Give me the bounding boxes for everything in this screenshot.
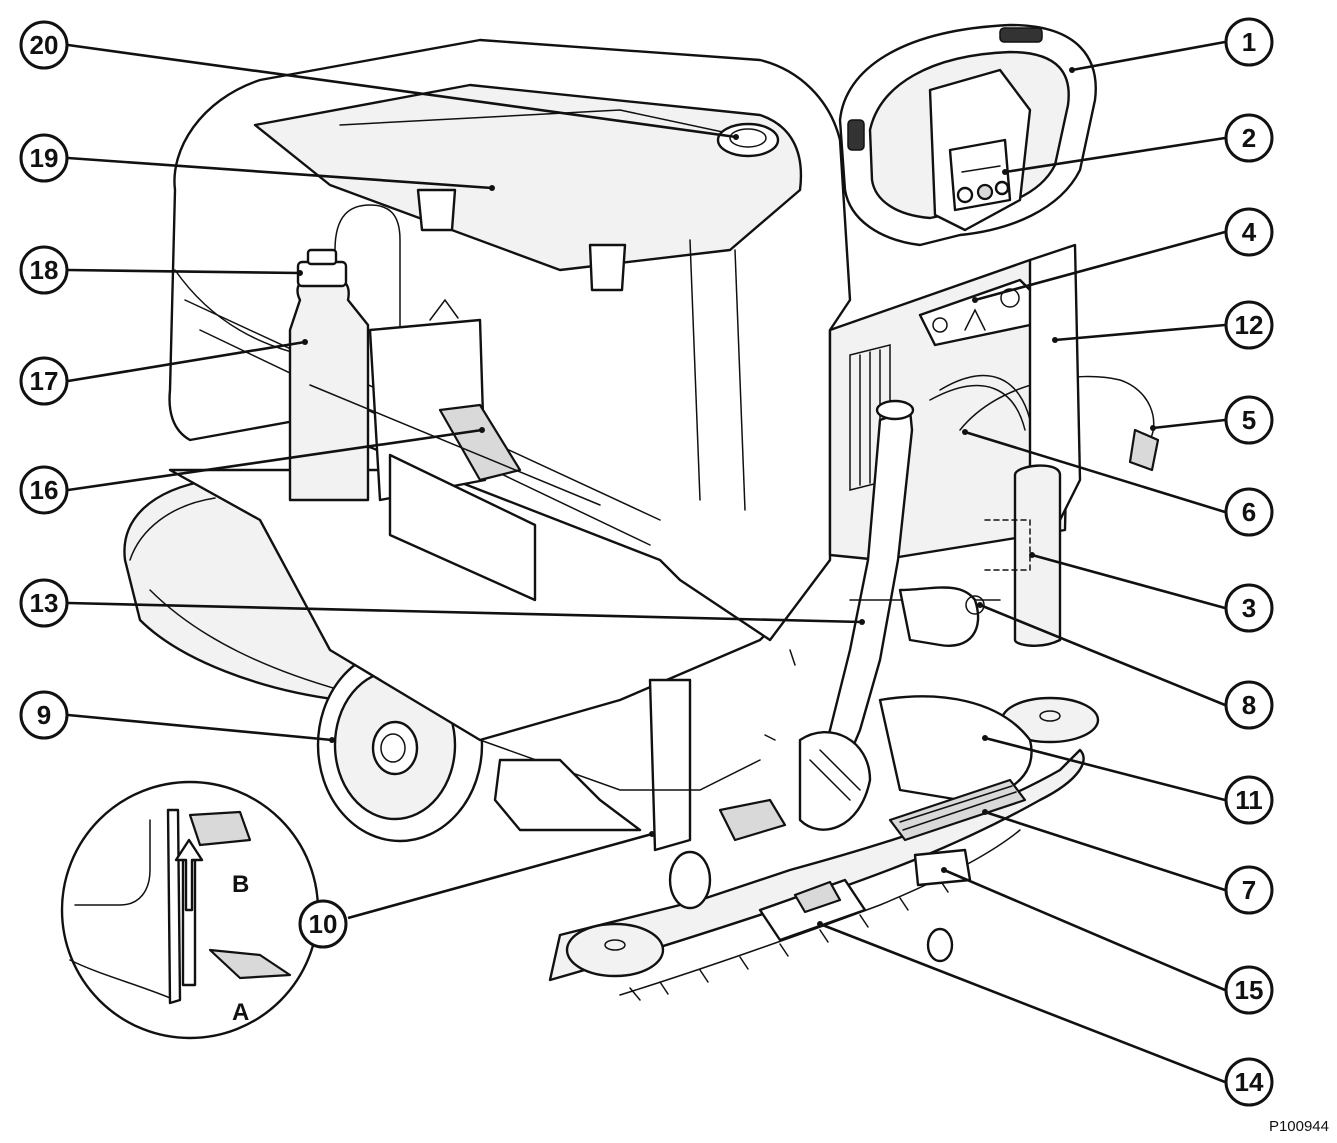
right-column bbox=[1028, 243, 1082, 522]
callouts: 1 2 3 4 5 6 7 8 9 10 11 12 13 14 15 16 1… bbox=[19, 17, 1274, 1107]
callout-17: 17 bbox=[19, 356, 69, 406]
callout-number: 7 bbox=[1242, 875, 1256, 905]
callout-5: 5 bbox=[1224, 395, 1274, 445]
callout-12: 12 bbox=[1224, 300, 1274, 350]
callout-1: 1 bbox=[1224, 17, 1274, 67]
callout-number: 9 bbox=[37, 700, 51, 730]
callout-3: 3 bbox=[1224, 583, 1274, 633]
callout-number: 14 bbox=[1235, 1067, 1264, 1097]
steering-handle bbox=[838, 23, 1097, 247]
callout-number: 10 bbox=[309, 909, 338, 939]
callout-number: 20 bbox=[30, 30, 59, 60]
side-handle bbox=[438, 403, 522, 482]
inset-letter-b: B bbox=[232, 871, 249, 898]
callout-8: 8 bbox=[1224, 680, 1274, 730]
leader-lines bbox=[67, 40, 1226, 1084]
callout-10: 10 bbox=[298, 899, 348, 949]
callout-number: 17 bbox=[30, 366, 59, 396]
callout-number: 15 bbox=[1235, 975, 1264, 1005]
callout-15: 15 bbox=[1224, 965, 1274, 1015]
callout-9: 9 bbox=[19, 690, 69, 740]
callout-number: 18 bbox=[30, 255, 59, 285]
fill-opening bbox=[716, 122, 780, 158]
callout-number: 12 bbox=[1235, 310, 1264, 340]
callout-19: 19 bbox=[19, 133, 69, 183]
callout-number: 5 bbox=[1242, 405, 1256, 435]
callout-13: 13 bbox=[19, 578, 69, 628]
callout-number: 19 bbox=[30, 143, 59, 173]
callout-number: 16 bbox=[30, 475, 59, 505]
callout-2: 2 bbox=[1224, 113, 1274, 163]
callout-7: 7 bbox=[1224, 865, 1274, 915]
callout-11: 11 bbox=[1224, 775, 1274, 825]
callout-number: 4 bbox=[1242, 217, 1257, 247]
top-lid bbox=[253, 83, 803, 272]
handle-control-panel bbox=[948, 138, 1012, 212]
callout-20: 20 bbox=[19, 20, 69, 70]
callout-16: 16 bbox=[19, 465, 69, 515]
callout-18: 18 bbox=[19, 245, 69, 295]
upward-arrow bbox=[174, 838, 204, 912]
callout-number: 8 bbox=[1242, 690, 1256, 720]
callout-number: 1 bbox=[1242, 27, 1256, 57]
callout-number: 2 bbox=[1242, 123, 1256, 153]
callout-number: 6 bbox=[1242, 497, 1256, 527]
figure-code: P100944 bbox=[1268, 1118, 1329, 1135]
callout-4: 4 bbox=[1224, 207, 1274, 257]
callout-number: 3 bbox=[1242, 593, 1256, 623]
callout-number: 11 bbox=[1235, 785, 1263, 815]
pedal-detail-inset: B A bbox=[60, 780, 320, 1040]
callout-14: 14 bbox=[1224, 1057, 1274, 1107]
detergent-bottle bbox=[288, 204, 487, 502]
squeegee-pedal bbox=[888, 778, 1027, 842]
callout-6: 6 bbox=[1224, 487, 1274, 537]
callout-number: 13 bbox=[30, 588, 59, 618]
power-cable bbox=[959, 375, 1155, 441]
inset-letter-a: A bbox=[232, 999, 249, 1026]
